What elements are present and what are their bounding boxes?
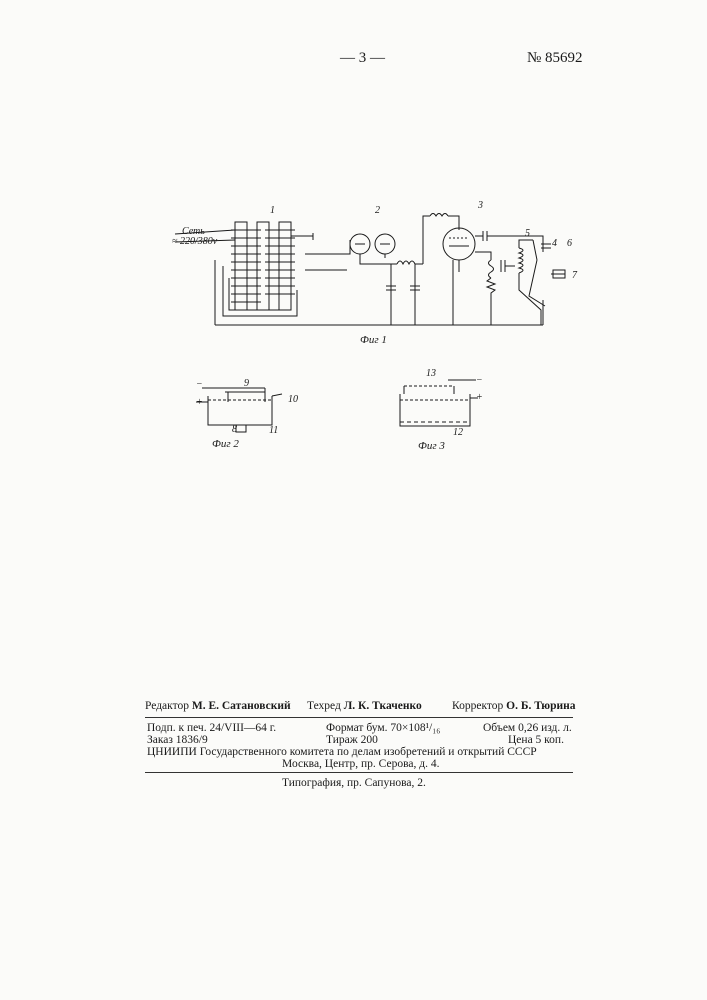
grid-resistor (487, 278, 495, 325)
editor-line: Редактор М. Е. Сатановский (145, 700, 291, 712)
fig2-terminal-minus: − (196, 379, 203, 390)
fig1-label-2: 2 (375, 205, 380, 216)
figure-3-caption: Фиг 3 (418, 440, 445, 452)
imprint-rule-top (145, 717, 573, 718)
transformer-core-right (279, 222, 291, 310)
volume: Объем 0,26 изд. л. (483, 722, 572, 734)
techred-line: Техред Л. К. Ткаченко (307, 700, 422, 712)
figure-1-circuit-diagram (165, 200, 585, 350)
transformer-core-mid (257, 222, 269, 310)
filter-choke (397, 261, 415, 264)
grid-choke (489, 260, 494, 278)
fig2-terminal-plus: + (196, 397, 203, 408)
fig1-label-6: 6 (567, 238, 572, 249)
transformer-core-left (235, 222, 247, 310)
fig1-label-3: 3 (478, 200, 483, 211)
price: Цена 5 коп. (508, 734, 564, 746)
supply-label-bottom: ≈ 220/380v (172, 236, 217, 247)
patent-number: № 85692 (527, 50, 583, 67)
techred-label: Техред (307, 700, 341, 712)
oscillator-tube (443, 228, 475, 260)
page-number: — 3 — (340, 50, 385, 67)
drain-pipe (236, 425, 246, 432)
fig1-label-5: 5 (525, 228, 530, 239)
order-number: Заказ 1836/9 (147, 734, 208, 746)
tank-coil (519, 248, 523, 273)
figure-2-caption: Фиг 2 (212, 438, 239, 450)
imprint-rule-bottom (145, 772, 573, 773)
bath-vessel (400, 394, 470, 426)
fig2-label-11: 11 (269, 425, 278, 436)
figure-1-caption: Фиг 1 (360, 334, 387, 346)
editor-label: Редактор (145, 700, 189, 712)
figure-3-bath-diagram (390, 370, 490, 440)
fig3-terminal-minus: − (476, 375, 483, 386)
fig3-terminal-plus: + (476, 392, 483, 403)
editor-name: М. Е. Сатановский (192, 700, 291, 712)
fig1-label-7: 7 (572, 270, 577, 281)
transformer-windings (231, 230, 295, 302)
fig3-label-13: 13 (426, 368, 436, 379)
fig1-label-1: 1 (270, 205, 275, 216)
fig3-label-12: 12 (453, 427, 463, 438)
corrector-line: Корректор О. Б. Тюрина (452, 700, 575, 712)
publisher-address: Москва, Центр, пр. Серова, д. 4. (282, 758, 439, 770)
plate-choke (430, 214, 448, 217)
fig2-label-8: 8 (232, 424, 237, 435)
fig1-label-4: 4 (552, 238, 557, 249)
corrector-label: Корректор (452, 700, 503, 712)
circulation: Тираж 200 (326, 734, 378, 746)
techred-name: Л. К. Ткаченко (344, 700, 422, 712)
feedback-loop-outer (223, 266, 297, 316)
electrode-lead (529, 260, 545, 306)
publisher: ЦНИИПИ Государственного комитета по дела… (147, 746, 537, 758)
fig2-label-10: 10 (288, 394, 298, 405)
printer: Типография, пр. Сапунова, 2. (282, 777, 426, 789)
fig2-label-9: 9 (244, 378, 249, 389)
paper-format: Формат бум. 70×108¹/₁₆ (326, 722, 440, 734)
signed-date: Подп. к печ. 24/VIII—64 г. (147, 722, 276, 734)
corrector-name: О. Б. Тюрина (506, 700, 575, 712)
